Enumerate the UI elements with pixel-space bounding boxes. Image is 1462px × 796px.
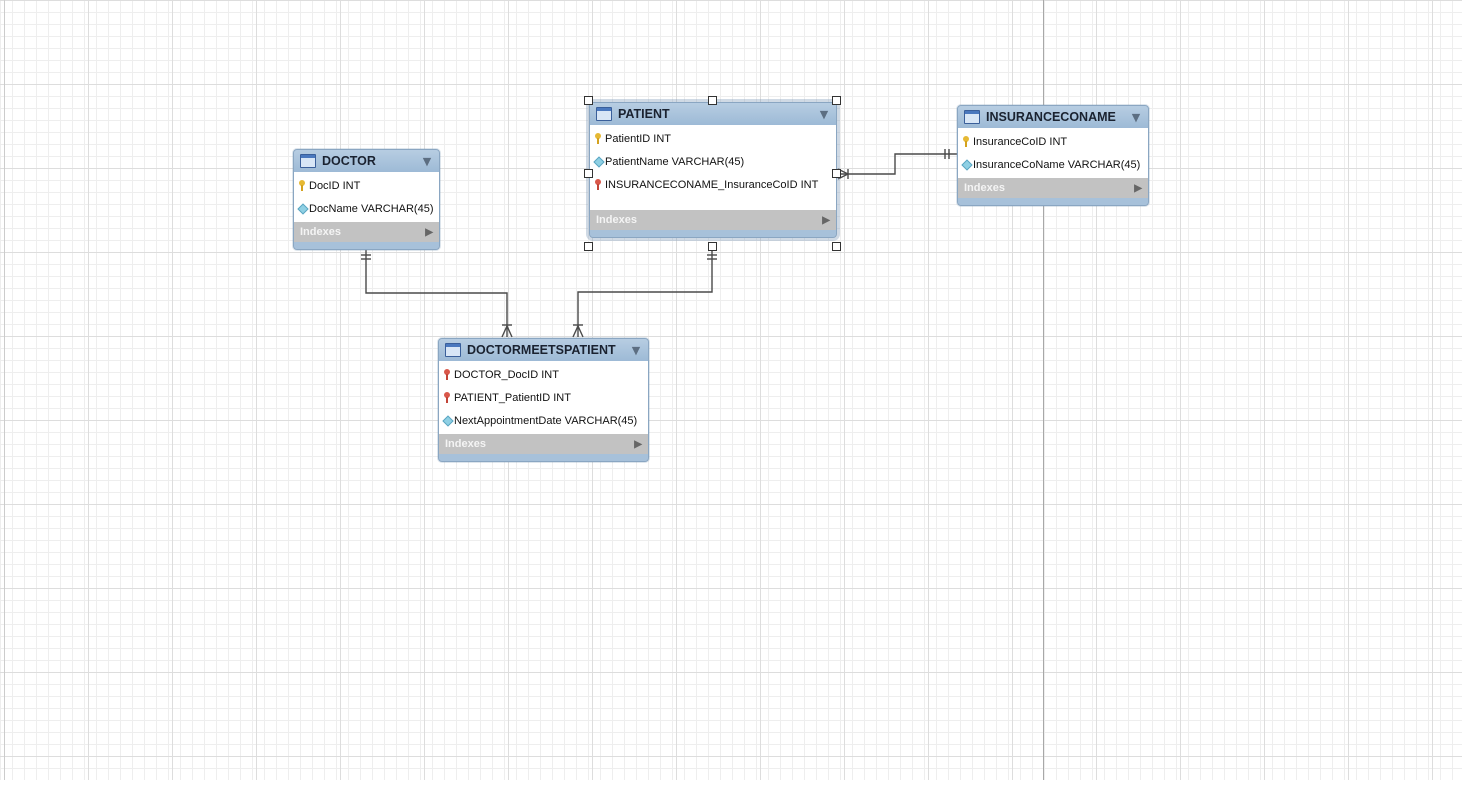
foreign-key-icon xyxy=(443,392,451,403)
table-footer xyxy=(294,242,439,249)
column-label: INSURANCECONAME_InsuranceCoID INT xyxy=(605,178,819,191)
column-row[interactable]: InsuranceCoID INT xyxy=(958,130,1148,153)
resize-handle-w[interactable] xyxy=(584,169,593,178)
column-label: DOCTOR_DocID INT xyxy=(454,368,559,381)
page-break-line xyxy=(1043,0,1044,780)
attribute-diamond-icon xyxy=(298,203,306,214)
expand-arrow-icon[interactable]: ▶ xyxy=(1134,182,1142,194)
column-label: DocID INT xyxy=(309,179,361,192)
expand-arrow-icon[interactable]: ▶ xyxy=(822,214,830,226)
column-list: DOCTOR_DocID INT PATIENT_PatientID INT N… xyxy=(439,361,648,434)
resize-handle-nw[interactable] xyxy=(584,96,593,105)
indexes-bar[interactable]: Indexes ▶ xyxy=(958,178,1148,198)
table-name: DOCTORMEETSPATIENT xyxy=(467,343,616,357)
expand-arrow-icon[interactable]: ▶ xyxy=(634,438,642,450)
column-label: NextAppointmentDate VARCHAR(45) xyxy=(454,414,638,427)
column-list: PatientID INT PatientName VARCHAR(45) IN… xyxy=(590,125,836,210)
indexes-label: Indexes xyxy=(445,438,486,450)
collapse-arrow-icon[interactable]: ▼ xyxy=(631,343,641,357)
column-label: PatientID INT xyxy=(605,132,672,145)
primary-key-icon xyxy=(594,133,602,144)
primary-key-icon xyxy=(298,180,306,191)
collapse-arrow-icon[interactable]: ▼ xyxy=(1131,110,1141,124)
table-header[interactable]: DOCTOR ▼ xyxy=(294,150,439,172)
column-row[interactable]: DOCTOR_DocID INT xyxy=(439,363,648,386)
indexes-bar[interactable]: Indexes ▶ xyxy=(439,434,648,454)
table-footer xyxy=(958,198,1148,205)
column-label: DocName VARCHAR(45) xyxy=(309,202,434,215)
collapse-arrow-icon[interactable]: ▼ xyxy=(422,154,432,168)
column-row[interactable]: PatientName VARCHAR(45) xyxy=(590,150,836,173)
collapse-arrow-icon[interactable]: ▼ xyxy=(819,107,829,121)
table-header[interactable]: DOCTORMEETSPATIENT ▼ xyxy=(439,339,648,361)
table-doctormeetspatient[interactable]: DOCTORMEETSPATIENT ▼ DOCTOR_DocID INT PA… xyxy=(438,338,649,462)
resize-handle-ne[interactable] xyxy=(832,96,841,105)
resize-handle-se[interactable] xyxy=(832,242,841,251)
column-label: InsuranceCoID INT xyxy=(973,135,1068,148)
column-row[interactable]: PatientID INT xyxy=(590,127,836,150)
foreign-key-icon xyxy=(594,179,602,190)
expand-arrow-icon[interactable]: ▶ xyxy=(425,226,433,238)
table-name: PATIENT xyxy=(618,107,670,121)
attribute-diamond-icon xyxy=(443,415,451,426)
column-row[interactable]: PATIENT_PatientID INT xyxy=(439,386,648,409)
table-name: DOCTOR xyxy=(322,154,376,168)
indexes-label: Indexes xyxy=(964,182,1005,194)
table-icon xyxy=(596,107,612,121)
indexes-label: Indexes xyxy=(300,226,341,238)
table-name: INSURANCECONAME xyxy=(986,110,1116,124)
canvas-left-edge xyxy=(4,0,5,780)
column-row[interactable]: InsuranceCoName VARCHAR(45) xyxy=(958,153,1148,176)
column-list: DocID INT DocName VARCHAR(45) xyxy=(294,172,439,222)
resize-handle-e[interactable] xyxy=(832,169,841,178)
column-row[interactable]: DocID INT xyxy=(294,174,439,197)
table-doctor[interactable]: DOCTOR ▼ DocID INT DocName VARCHAR(45) I… xyxy=(293,149,440,250)
attribute-diamond-icon xyxy=(962,159,970,170)
indexes-bar[interactable]: Indexes ▶ xyxy=(294,222,439,242)
resize-handle-n[interactable] xyxy=(708,96,717,105)
column-list: InsuranceCoID INT InsuranceCoName VARCHA… xyxy=(958,128,1148,178)
column-label: PATIENT_PatientID INT xyxy=(454,391,571,404)
table-insuranceconame[interactable]: INSURANCECONAME ▼ InsuranceCoID INT Insu… xyxy=(957,105,1149,206)
table-icon xyxy=(445,343,461,357)
table-footer xyxy=(439,454,648,461)
column-row[interactable]: INSURANCECONAME_InsuranceCoID INT xyxy=(590,173,836,196)
table-icon xyxy=(964,110,980,124)
column-row[interactable]: NextAppointmentDate VARCHAR(45) xyxy=(439,409,648,432)
attribute-diamond-icon xyxy=(594,156,602,167)
table-footer xyxy=(590,230,836,237)
resize-handle-s[interactable] xyxy=(708,242,717,251)
indexes-label: Indexes xyxy=(596,214,637,226)
table-patient[interactable]: PATIENT ▼ PatientID INT PatientName VARC… xyxy=(589,102,837,238)
foreign-key-icon xyxy=(443,369,451,380)
indexes-bar[interactable]: Indexes ▶ xyxy=(590,210,836,230)
column-label: InsuranceCoName VARCHAR(45) xyxy=(973,158,1141,171)
table-header[interactable]: INSURANCECONAME ▼ xyxy=(958,106,1148,128)
table-icon xyxy=(300,154,316,168)
table-header[interactable]: PATIENT ▼ xyxy=(590,103,836,125)
canvas-bottom-strip xyxy=(0,780,1462,796)
primary-key-icon xyxy=(962,136,970,147)
resize-handle-sw[interactable] xyxy=(584,242,593,251)
column-row[interactable]: DocName VARCHAR(45) xyxy=(294,197,439,220)
column-label: PatientName VARCHAR(45) xyxy=(605,155,745,168)
